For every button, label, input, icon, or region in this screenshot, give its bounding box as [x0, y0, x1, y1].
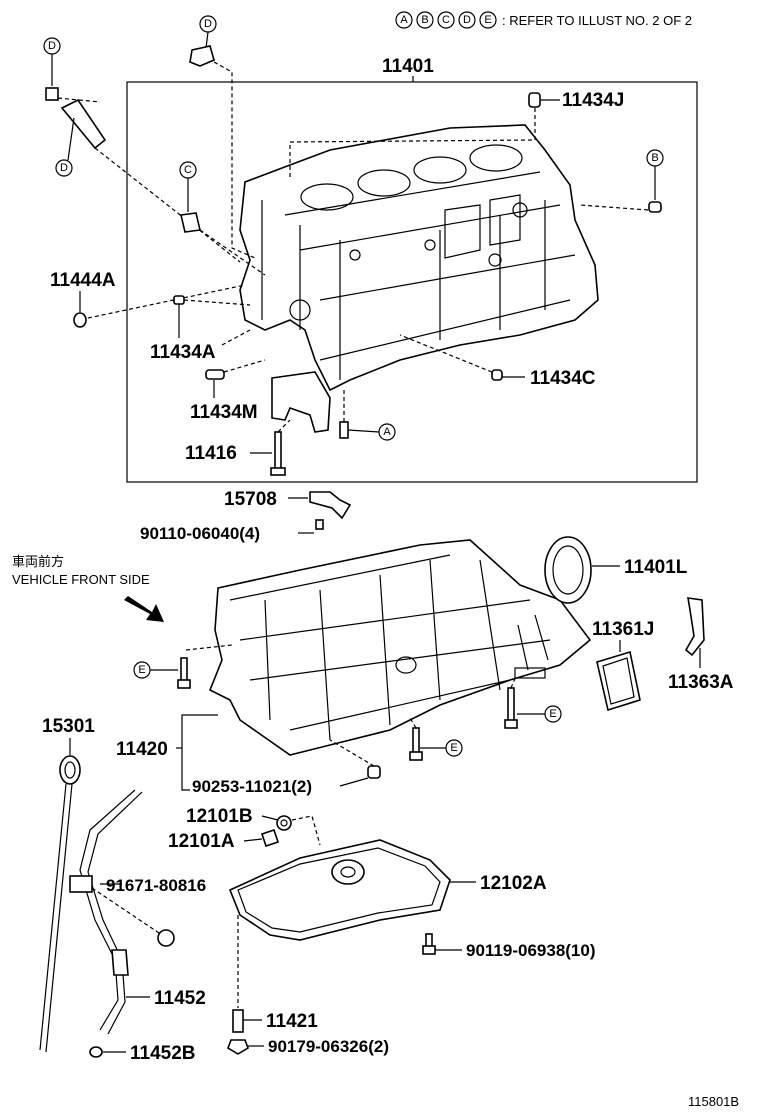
ref-circle-e	[479, 11, 497, 29]
label-11434c: 11434C	[530, 368, 596, 389]
part-11361j: 11361J	[592, 619, 654, 712]
callout-e1: E	[138, 664, 145, 676]
label-11452: 11452	[154, 988, 206, 1009]
label-90119: 90119-06938(10)	[466, 941, 596, 960]
reference-legend: A B C D E : REFER TO ILLUST NO. 2 OF 2	[395, 11, 692, 29]
cylinder-block	[239, 124, 599, 392]
label-90110: 90110-06040(4)	[140, 524, 260, 543]
callout-e2: E	[549, 708, 556, 720]
part-11416: 11416	[185, 419, 291, 476]
label-15301: 15301	[42, 716, 95, 737]
part-11434a: 11434A	[150, 295, 251, 363]
part-90119: 90119-06938(10)	[422, 933, 596, 960]
part-11421: 11421 90179-06326(2)	[227, 915, 389, 1056]
label-12101b: 12101B	[186, 806, 253, 827]
ref-letter-a: A	[400, 14, 408, 26]
part-15708: 15708	[224, 489, 352, 530]
part-sensor-d-left: D D	[43, 37, 241, 263]
ref-letter-d: D	[463, 14, 471, 26]
part-pin-b: B	[579, 149, 664, 213]
label-11421: 11421	[266, 1011, 318, 1032]
label-12101a: 12101A	[168, 831, 235, 852]
part-bolt-e2: E	[504, 675, 562, 729]
part-bolt-e3: E	[409, 717, 463, 761]
ref-letter-e: E	[484, 14, 491, 26]
label-11416: 11416	[185, 443, 237, 464]
ref-note: : REFER TO ILLUST NO. 2 OF 2	[502, 13, 692, 28]
front-direction-arrow-icon	[124, 596, 164, 622]
label-11444a: 11444A	[50, 270, 116, 291]
ref-letter-b: B	[421, 14, 428, 26]
part-11401l: 11401L	[544, 536, 688, 604]
part-12102a: 12102A	[228, 839, 547, 941]
part-11363a: 11363A	[668, 597, 734, 693]
part-11434m: 11434M	[190, 359, 266, 423]
ref-circle-c	[437, 11, 455, 29]
label-11420: 11420	[116, 739, 168, 760]
orientation-en: VEHICLE FRONT SIDE	[12, 572, 150, 587]
callout-d-top: D	[204, 18, 212, 30]
part-11444a: 11444A	[50, 270, 246, 328]
orientation-note: 車両前方 VEHICLE FRONT SIDE	[12, 554, 164, 622]
callout-d-left2: D	[60, 162, 68, 174]
part-12101: 12101B 12101A	[168, 806, 321, 852]
label-15708: 15708	[224, 489, 277, 510]
part-11420: 11420 90253-11021(2)	[116, 714, 381, 796]
part-11452: 91671-80816 11452 11452B	[69, 789, 206, 1064]
block-frame	[126, 81, 698, 483]
part-sensor-d-top: D	[189, 15, 256, 259]
part-11434c: 11434C	[399, 334, 596, 389]
ref-circle-d	[458, 11, 476, 29]
label-11434a: 11434A	[150, 342, 216, 363]
ref-letter-c: C	[442, 14, 450, 26]
label-11452b: 11452B	[130, 1043, 196, 1064]
label-11361j: 11361J	[592, 619, 654, 640]
callout-b: B	[651, 152, 658, 164]
callout-a: A	[383, 426, 391, 438]
label-90253: 90253-11021(2)	[192, 777, 312, 796]
label-91671: 91671-80816	[106, 876, 206, 895]
ref-circle-b	[416, 11, 434, 29]
part-11434j: 11434J	[289, 90, 624, 180]
part-15301: 15301	[39, 716, 95, 1053]
label-11434m: 11434M	[190, 402, 258, 423]
label-11401: 11401	[382, 56, 434, 77]
part-bolt-e1: E	[133, 644, 233, 689]
lower-crankcase	[208, 539, 592, 756]
label-12102a: 12102A	[480, 873, 547, 894]
part-sensor-c: C	[179, 161, 266, 276]
label-11363a: 11363A	[668, 672, 734, 693]
callout-d-left: D	[48, 40, 56, 52]
callout-c: C	[184, 164, 192, 176]
label-90179: 90179-06326(2)	[268, 1037, 389, 1056]
label-11434j: 11434J	[562, 90, 624, 111]
label-11401l: 11401L	[624, 557, 688, 578]
ref-circle-a	[395, 11, 413, 29]
orientation-jp: 車両前方	[12, 554, 64, 569]
part-bearing-cap: A	[271, 371, 396, 441]
callout-e3: E	[450, 742, 457, 754]
illustration-id: 115801B	[688, 1094, 739, 1109]
